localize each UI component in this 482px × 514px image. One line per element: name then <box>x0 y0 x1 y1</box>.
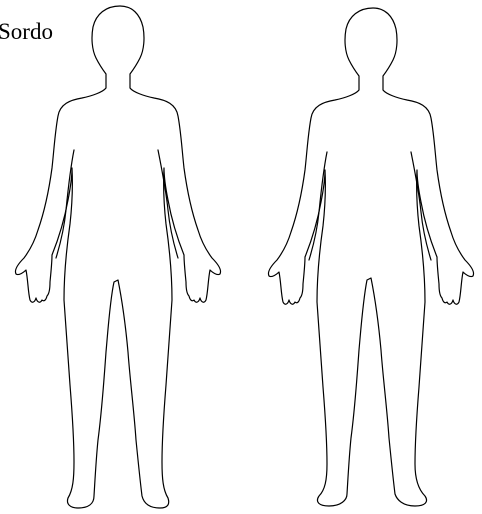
front-body-figure <box>15 6 220 508</box>
front-body-outline <box>15 6 220 508</box>
back-body-figure <box>268 8 473 506</box>
back-body-outline <box>268 8 473 506</box>
